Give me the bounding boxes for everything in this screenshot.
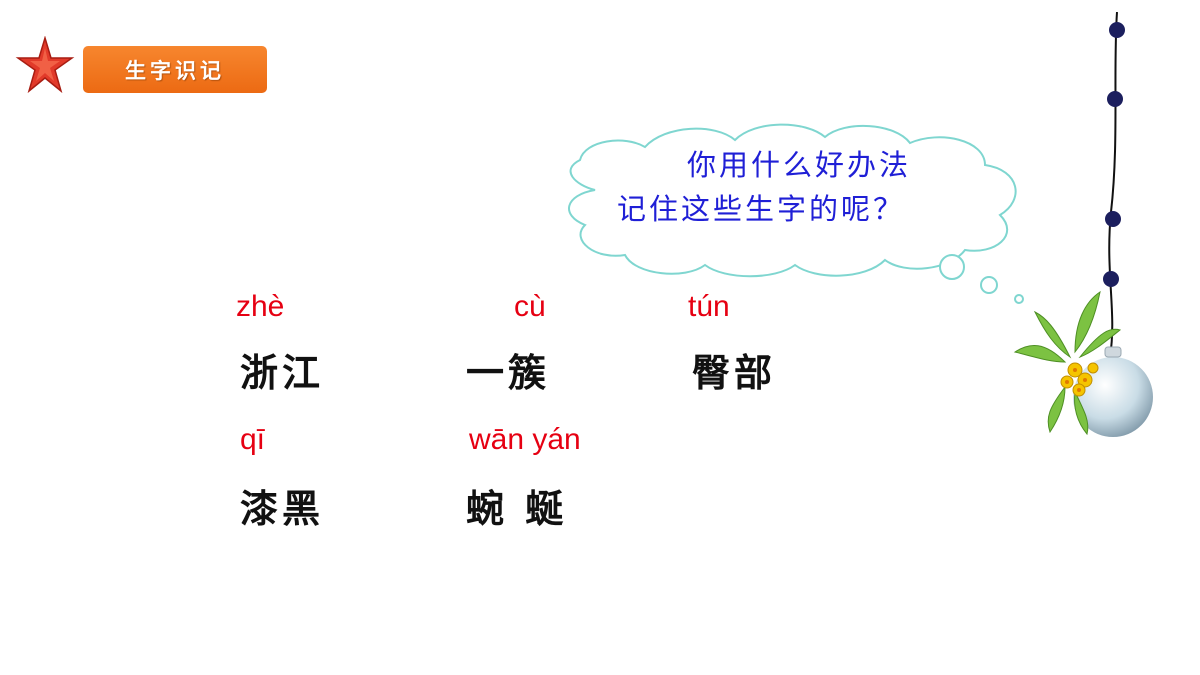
- thought-bubble-line-1: 你用什么好办法: [687, 148, 912, 182]
- pinyin-wanyan: wān yán: [469, 423, 581, 456]
- word-tunbu: 臀部: [692, 350, 777, 395]
- section-title-badge: 生字识记: [83, 46, 267, 93]
- pinyin-zhe: zhè: [236, 290, 285, 323]
- word-qihei: 漆黑: [240, 486, 325, 531]
- pinyin-tun: tún: [688, 290, 730, 323]
- pinyin-cu: cù: [514, 290, 546, 323]
- pinyin-qi: qī: [240, 423, 266, 456]
- thought-bubble-line-2: 记住这些生字的呢？: [617, 192, 906, 226]
- hanging-flower-ornament-icon: [1013, 12, 1153, 437]
- word-zhejiang: 浙江: [240, 350, 325, 395]
- section-title-label: 生字识记: [125, 57, 225, 83]
- word-yicu: 一簇: [466, 350, 551, 395]
- word-wanyan: 蜿 蜒: [466, 486, 568, 531]
- red-star-icon: [15, 36, 75, 94]
- thought-cloud: [568, 123, 1024, 304]
